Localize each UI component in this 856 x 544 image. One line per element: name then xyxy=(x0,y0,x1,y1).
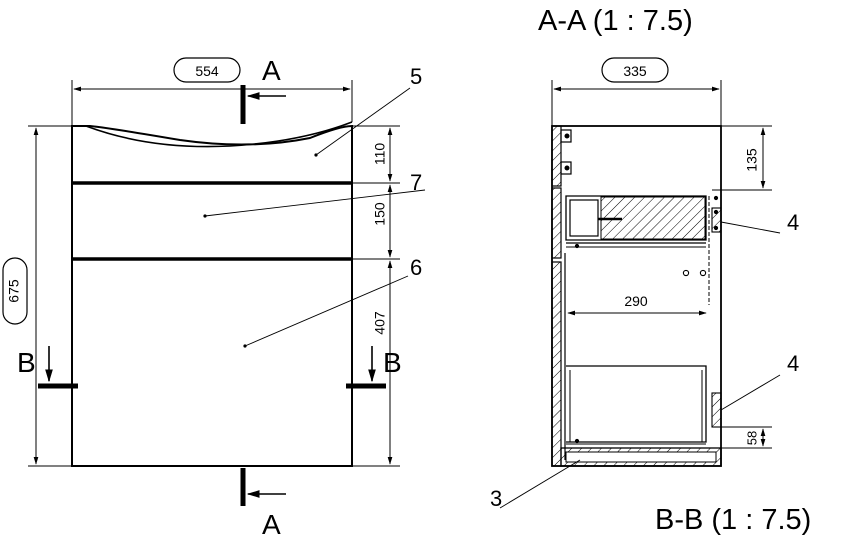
back-panel-middle xyxy=(551,187,562,259)
leader-5 xyxy=(315,87,411,156)
dim-text-inner: 290 xyxy=(624,293,648,309)
dim-box-height-total xyxy=(2,257,28,325)
labels: A-A (1 : 7.5) B-B (1 : 7.5) 554 335 675 … xyxy=(6,5,812,540)
dim-text-bottom: 407 xyxy=(372,311,388,335)
dim-text-58: 58 xyxy=(744,431,759,445)
dim-text-width-front: 554 xyxy=(195,63,219,79)
leader-6 xyxy=(244,275,409,347)
section-b-right-label: B xyxy=(383,347,402,378)
callout-3: 3 xyxy=(490,486,502,511)
upper-drawer xyxy=(565,195,707,241)
dim-text-top: 110 xyxy=(372,143,388,166)
dim-text-depth: 335 xyxy=(623,63,647,79)
leader-4-lower xyxy=(720,374,781,411)
leader-3 xyxy=(499,459,581,509)
section-title-top: A-A (1 : 7.5) xyxy=(538,5,693,37)
back-panel-lower xyxy=(551,261,562,467)
front-basin-curve xyxy=(85,121,353,148)
callout-4-upper: 4 xyxy=(787,210,799,235)
section-title-bottom: B-B (1 : 7.5) xyxy=(655,504,811,536)
lower-drawer xyxy=(566,365,707,443)
callout-4-lower: 4 xyxy=(787,351,799,376)
dim-text-middle: 150 xyxy=(372,202,388,226)
front-outline xyxy=(71,124,353,467)
callout-7: 7 xyxy=(410,170,422,195)
rail-lower xyxy=(711,392,722,428)
dim-text-135: 135 xyxy=(744,148,760,172)
leader-7 xyxy=(204,189,426,217)
section-b-left-label: B xyxy=(17,347,36,378)
callout-6: 6 xyxy=(410,255,422,280)
callout-5: 5 xyxy=(410,64,422,89)
leader-4-upper xyxy=(720,221,781,234)
side-section-view xyxy=(499,57,781,509)
dim-text-height-total: 675 xyxy=(6,279,22,303)
dim-box-depth xyxy=(601,57,669,83)
section-a-bottom-label: A xyxy=(262,509,281,540)
rail-upper xyxy=(711,207,722,233)
section-a-top-label: A xyxy=(262,55,281,86)
back-panel-upper xyxy=(551,125,562,187)
front-view xyxy=(2,57,426,506)
dim-box-width-front xyxy=(173,57,241,83)
